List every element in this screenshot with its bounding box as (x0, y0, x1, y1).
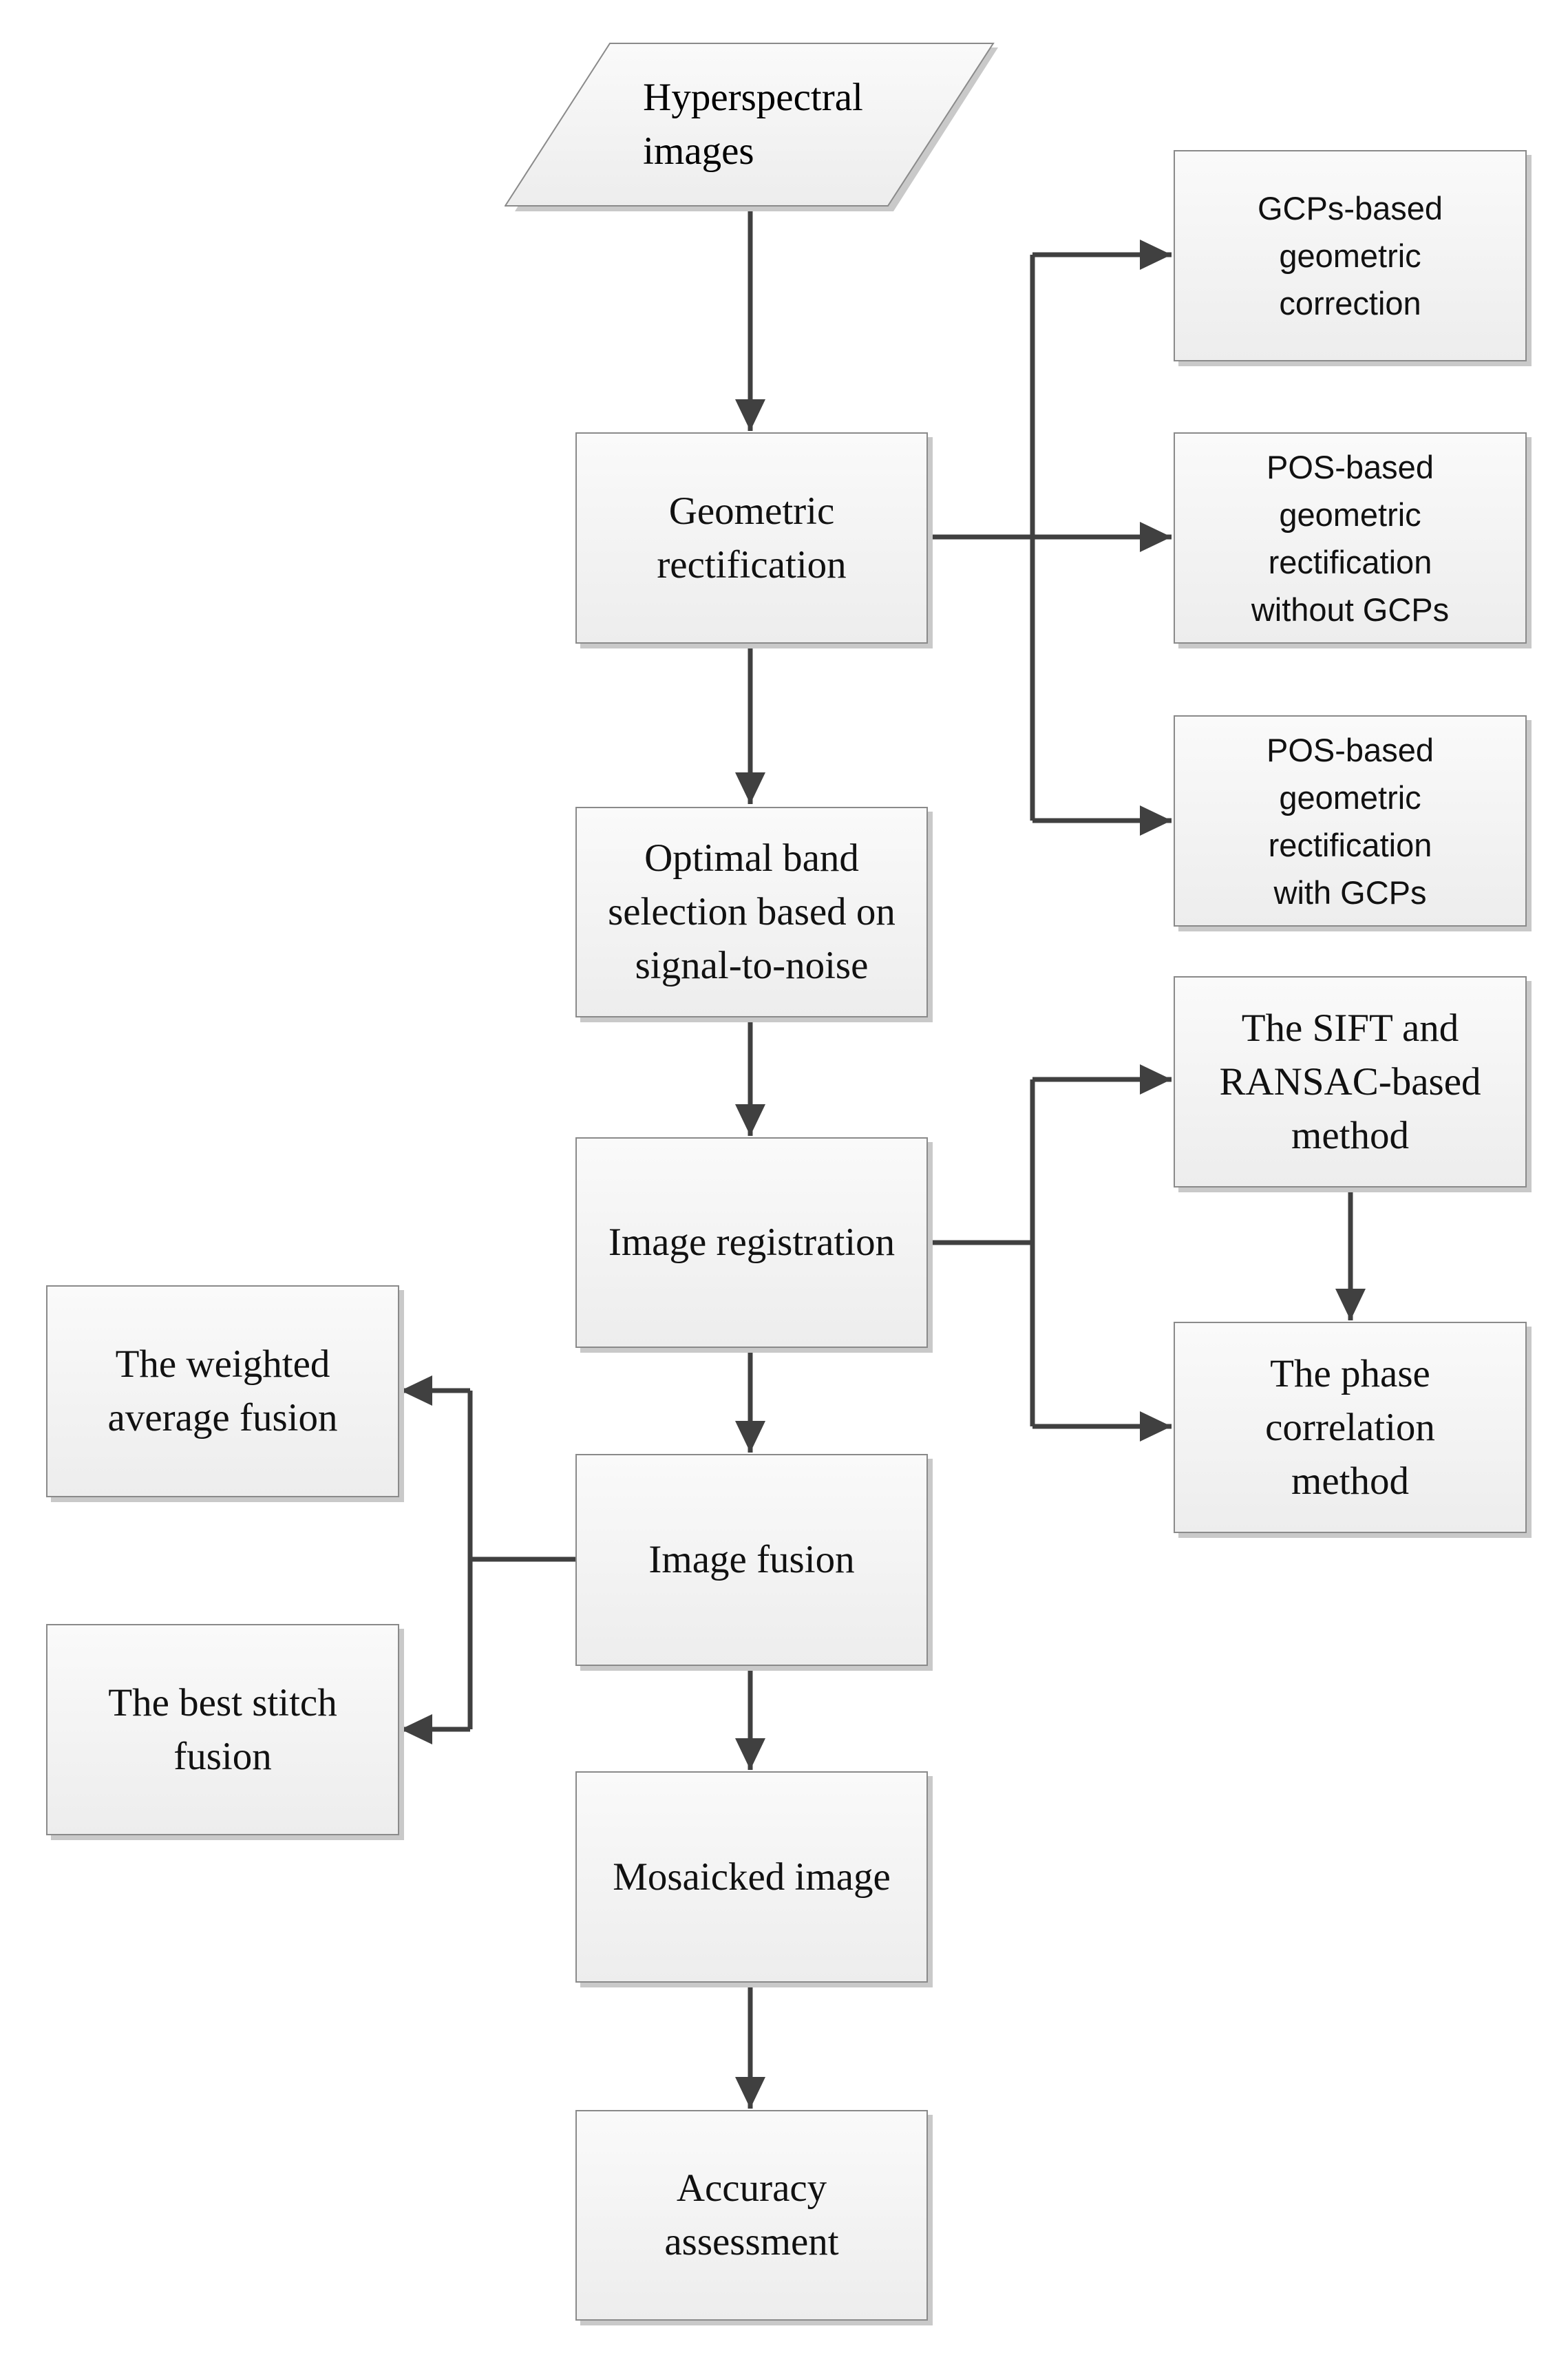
phase-correlation-node: The phase correlation method (1174, 1322, 1527, 1533)
hyperspectral-images-label: Hyperspectral images (643, 76, 863, 173)
image-fusion-node: Image fusion (575, 1454, 928, 1666)
best-stitch-fusion-label: The best stitch fusion (108, 1680, 337, 1778)
pos-with-gcps-node: POS-based geometric rectification with G… (1174, 715, 1527, 927)
parallelogram-shape (505, 43, 998, 211)
best-stitch-fusion-node: The best stitch fusion (46, 1624, 399, 1835)
mosaicked-image-node: Mosaicked image (575, 1771, 928, 1983)
accuracy-assessment-label: Accuracy assessment (664, 2166, 839, 2263)
gcps-based-correction-node: GCPs-based geometric correction (1174, 150, 1527, 361)
optimal-band-selection-label: Optimal band selection based on signal-t… (608, 836, 896, 987)
sift-ransac-label: The SIFT and RANSAC-based method (1219, 1006, 1481, 1157)
image-fusion-label: Image fusion (648, 1538, 855, 1581)
phase-correlation-label: The phase correlation method (1265, 1351, 1435, 1503)
pos-with-gcps-label: POS-based geometric rectification with G… (1267, 731, 1434, 911)
mosaicked-image-label: Mosaicked image (613, 1855, 891, 1899)
image-registration-node: Image registration (575, 1137, 928, 1348)
pos-without-gcps-label: POS-based geometric rectification withou… (1251, 448, 1450, 628)
gcps-based-correction-label: GCPs-based geometric correction (1257, 190, 1443, 321)
weighted-average-fusion-node: The weighted average fusion (46, 1285, 399, 1497)
accuracy-assessment-node: Accuracy assessment (575, 2110, 928, 2321)
hyperspectral-images-node: Hyperspectral images (505, 43, 998, 211)
geometric-rectification-label: Geometric rectification (657, 489, 847, 587)
geometric-rectification-node: Geometric rectification (575, 432, 928, 644)
sift-ransac-node: The SIFT and RANSAC-based method (1174, 976, 1527, 1188)
optimal-band-selection-node: Optimal band selection based on signal-t… (575, 807, 928, 1017)
image-registration-label: Image registration (608, 1221, 896, 1264)
weighted-average-fusion-label: The weighted average fusion (107, 1342, 338, 1439)
pos-without-gcps-node: POS-based geometric rectification withou… (1174, 432, 1527, 644)
